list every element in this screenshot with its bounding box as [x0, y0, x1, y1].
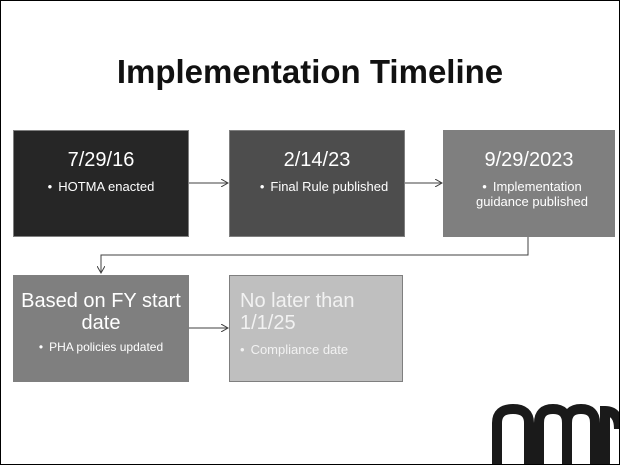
- step-3-text: Implementation guidance published: [444, 179, 614, 209]
- step-4-date: Based on FY start date: [21, 290, 181, 334]
- step-3-bullets: Implementation guidance published: [444, 179, 614, 209]
- step-5-text: Compliance date: [230, 342, 402, 357]
- slide-title: Implementation Timeline: [116, 53, 504, 90]
- nmp-logo-icon: [492, 403, 619, 464]
- step-2-bullets: Final Rule published: [230, 179, 404, 194]
- timeline-step-2: 2/14/23 Final Rule published: [229, 130, 405, 237]
- timeline-step-5: No later than 1/1/25 Compliance date: [229, 275, 403, 382]
- step-4-text: PHA policies updated: [14, 340, 188, 355]
- timeline-step-1: 7/29/16 HOTMA enacted: [13, 130, 189, 237]
- step-1-date: 7/29/16: [67, 149, 135, 171]
- timeline-step-3: 9/29/2023 Implementation guidance publis…: [443, 130, 615, 237]
- step-3-date: 9/29/2023: [484, 149, 574, 171]
- step-1-bullets: HOTMA enacted: [14, 179, 188, 194]
- step-5-bullets: Compliance date: [230, 342, 402, 357]
- arrow-3-to-4: [101, 237, 529, 273]
- step-4-bullets: PHA policies updated: [14, 340, 188, 355]
- step-2-text: Final Rule published: [230, 179, 404, 194]
- step-5-date: No later than 1/1/25: [240, 290, 355, 334]
- timeline-step-4: Based on FY start date PHA policies upda…: [13, 275, 189, 382]
- step-2-date: 2/14/23: [283, 149, 351, 171]
- step-1-text: HOTMA enacted: [14, 179, 188, 194]
